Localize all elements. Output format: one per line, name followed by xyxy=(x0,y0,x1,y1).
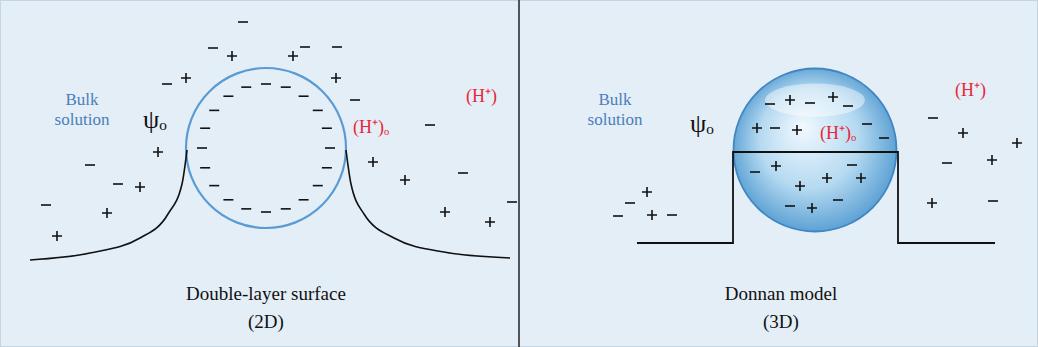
minus-sign xyxy=(765,103,775,105)
minus-sign xyxy=(200,167,210,169)
minus-sign xyxy=(41,204,51,206)
plus-sign xyxy=(642,187,652,197)
label-box: ψₒ xyxy=(143,104,183,135)
minus-sign xyxy=(425,124,435,126)
potential-curve xyxy=(30,150,187,260)
minus-sign xyxy=(261,211,271,213)
label-box: Bulk solution xyxy=(42,90,122,129)
minus-sign xyxy=(750,171,760,173)
minus-sign xyxy=(847,164,857,166)
plus-sign xyxy=(331,73,341,83)
minus-sign xyxy=(241,208,251,210)
panel-caption: Double-layer surface (2D) xyxy=(178,280,354,335)
minus-sign xyxy=(667,214,677,216)
potential-label: ψₒ xyxy=(690,108,730,139)
minus-sign xyxy=(299,95,309,97)
potential-curve xyxy=(346,150,510,258)
plus-sign xyxy=(227,51,237,61)
minus-sign xyxy=(113,183,123,185)
label-box: Donnan model (3D) xyxy=(716,280,846,335)
panel-divider xyxy=(518,0,520,347)
potential-label: ψₒ xyxy=(143,104,183,135)
plus-sign xyxy=(288,51,298,61)
minus-sign xyxy=(879,137,889,139)
minus-sign xyxy=(805,102,815,104)
minus-sign xyxy=(862,123,872,125)
minus-sign xyxy=(197,147,207,149)
minus-sign xyxy=(313,110,323,112)
plus-sign xyxy=(400,175,410,185)
minus-sign xyxy=(833,199,843,201)
minus-sign xyxy=(209,110,219,112)
label-box: Bulk solution xyxy=(575,90,655,129)
minus-sign xyxy=(332,46,342,48)
label-box: (H⁺) xyxy=(466,86,526,108)
minus-sign xyxy=(238,21,248,23)
minus-sign xyxy=(162,83,172,85)
sphere-highlight xyxy=(765,84,865,117)
panel-caption: Donnan model (3D) xyxy=(716,280,846,335)
minus-sign xyxy=(322,167,332,169)
minus-sign xyxy=(313,185,323,187)
label-box: (H⁺) xyxy=(955,80,1015,102)
plus-sign xyxy=(987,155,997,165)
minus-sign xyxy=(300,46,310,48)
minus-sign xyxy=(261,83,271,85)
ion-label: (H⁺) xyxy=(466,86,526,108)
plus-sign xyxy=(958,128,968,138)
minus-sign xyxy=(928,117,938,119)
region-label: Bulk solution xyxy=(42,90,122,129)
minus-sign xyxy=(507,201,517,203)
region-label: Bulk solution xyxy=(575,90,655,129)
minus-sign xyxy=(200,127,210,129)
minus-sign xyxy=(350,99,360,101)
plus-sign xyxy=(368,157,378,167)
plus-sign xyxy=(135,182,145,192)
plus-sign xyxy=(1012,138,1022,148)
label-box: (H⁺)ₒ xyxy=(353,117,423,139)
plus-sign xyxy=(52,231,62,241)
plus-sign xyxy=(181,73,191,83)
minus-sign xyxy=(625,202,635,204)
ion-label: (H⁺)ₒ xyxy=(353,117,423,139)
ion-label: (H⁺)ₒ xyxy=(820,123,856,145)
plus-sign xyxy=(153,147,163,157)
minus-sign xyxy=(281,86,291,88)
minus-sign xyxy=(241,86,251,88)
plus-sign xyxy=(647,210,657,220)
minus-sign xyxy=(458,172,468,174)
minus-sign xyxy=(613,215,623,217)
minus-sign xyxy=(770,127,780,129)
plus-sign xyxy=(102,208,112,218)
label-box: ψₒ xyxy=(690,108,730,139)
minus-sign xyxy=(209,185,219,187)
minus-sign xyxy=(281,208,291,210)
plus-sign xyxy=(440,207,450,217)
sphere-body xyxy=(734,69,897,232)
plus-sign xyxy=(485,217,495,227)
minus-sign xyxy=(325,147,335,149)
minus-sign xyxy=(223,199,233,201)
minus-sign xyxy=(208,47,218,49)
minus-sign xyxy=(843,105,853,107)
minus-sign xyxy=(785,205,795,207)
minus-sign xyxy=(942,162,952,164)
ion-label: (H⁺) xyxy=(955,80,1015,102)
surface-circle xyxy=(186,68,346,228)
minus-sign xyxy=(85,164,95,166)
minus-sign xyxy=(223,95,233,97)
minus-sign xyxy=(988,200,998,202)
plus-sign xyxy=(927,198,937,208)
minus-sign xyxy=(322,127,332,129)
label-box: Double-layer surface (2D) xyxy=(178,280,354,335)
minus-sign xyxy=(299,199,309,201)
